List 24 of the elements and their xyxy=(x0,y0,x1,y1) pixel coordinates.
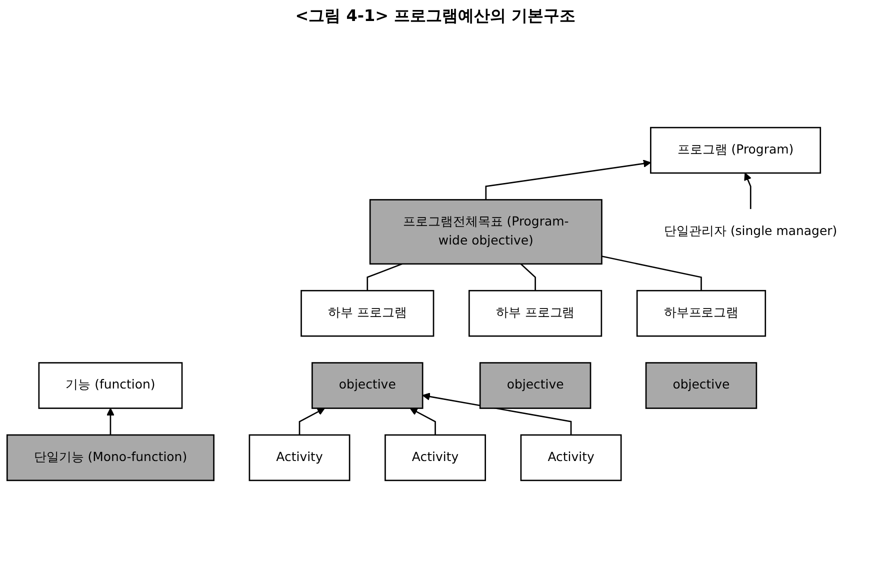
node-box: 하부 프로그램 xyxy=(468,290,602,337)
node-box: objective xyxy=(645,362,758,409)
node-box: 단일기능 (Mono-function) xyxy=(6,434,214,482)
node-box: Activity xyxy=(384,434,486,482)
node-box: objective xyxy=(479,362,592,409)
node-box: 프로그램전체목표 (Program-wide objective) xyxy=(369,199,602,265)
arrow xyxy=(485,160,652,200)
diagram-title: <그림 4-1> 프로그램예산의 기본구조 xyxy=(294,5,577,27)
node-box: Activity xyxy=(520,434,622,482)
arrow xyxy=(106,408,114,435)
connector xyxy=(520,263,536,291)
arrow xyxy=(744,172,752,210)
node-text: 단일관리자 (single manager) xyxy=(664,224,838,239)
arrow xyxy=(410,408,436,435)
node-box: 하부프로그램 xyxy=(636,290,766,337)
arrow xyxy=(422,392,572,435)
arrow xyxy=(298,408,325,435)
node-box: 프로그램 (Program) xyxy=(650,126,822,174)
node-box: 하부 프로그램 xyxy=(300,290,434,337)
node-box: Activity xyxy=(248,434,350,482)
connector xyxy=(366,263,402,291)
node-box: 기능 (function) xyxy=(38,362,183,409)
node-box: objective xyxy=(312,362,424,409)
connector xyxy=(602,256,702,291)
